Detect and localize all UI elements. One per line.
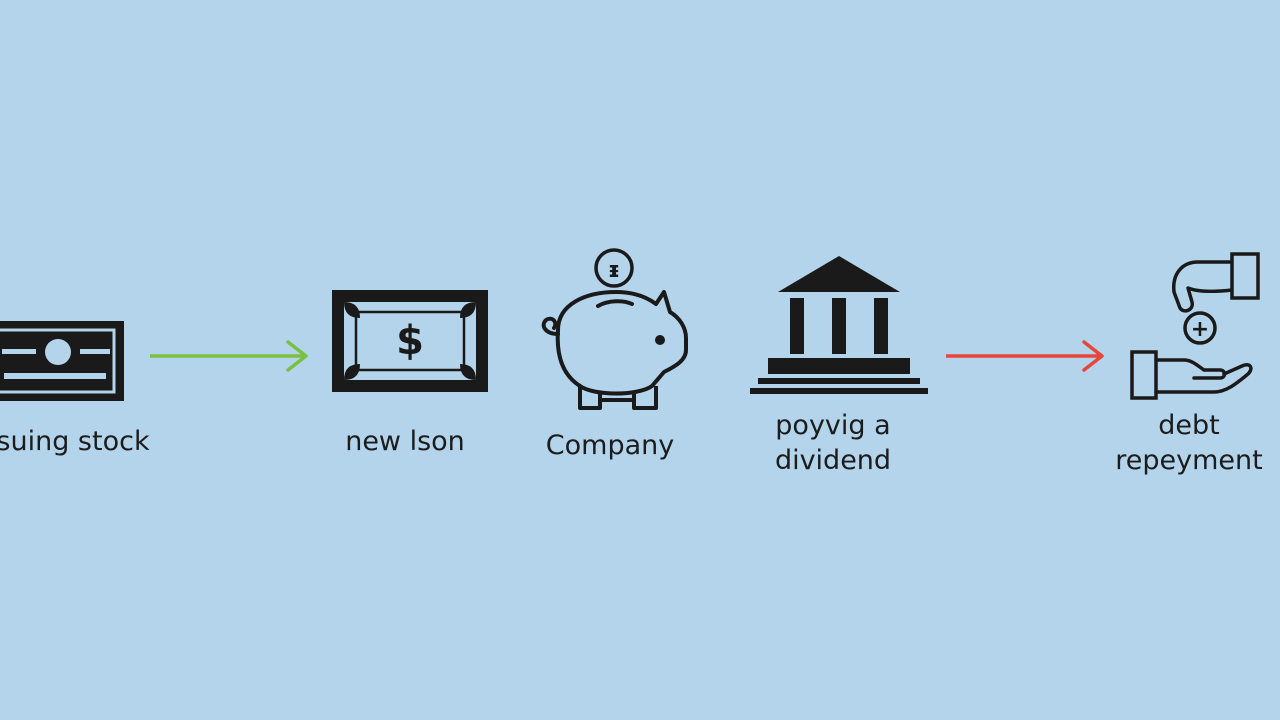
hand-coin-icon: + [1130,252,1260,400]
banknote-icon: $ [332,290,488,392]
label-dividend-line-1: poyvig a [775,410,891,441]
red-arrow [946,340,1104,372]
label-loan: new lson [320,424,490,459]
label-stock-line-1: suing stock [0,426,150,457]
label-dividend: poyvig a dividend [748,408,918,478]
label-loan-line-1: new lson [345,426,465,457]
coin-plus-glyph: + [1191,317,1209,342]
green-arrow [150,340,308,372]
label-company-line-1: Company [545,430,675,461]
label-company: Company [525,428,695,463]
label-debt-line-1: debt [1158,410,1220,441]
label-debt: debt repeyment [1104,408,1274,478]
label-dividend-line-2: dividend [774,445,892,476]
dollar-glyph: $ [396,318,424,364]
piggy-bank-icon: ᵻ [541,248,688,410]
coin-glyph: ᵻ [608,258,620,283]
stock-certificate-icon [0,321,124,401]
label-debt-line-2: repeyment [1115,445,1263,476]
bank-building-icon [750,256,928,394]
label-stock: suing stock [0,424,158,459]
